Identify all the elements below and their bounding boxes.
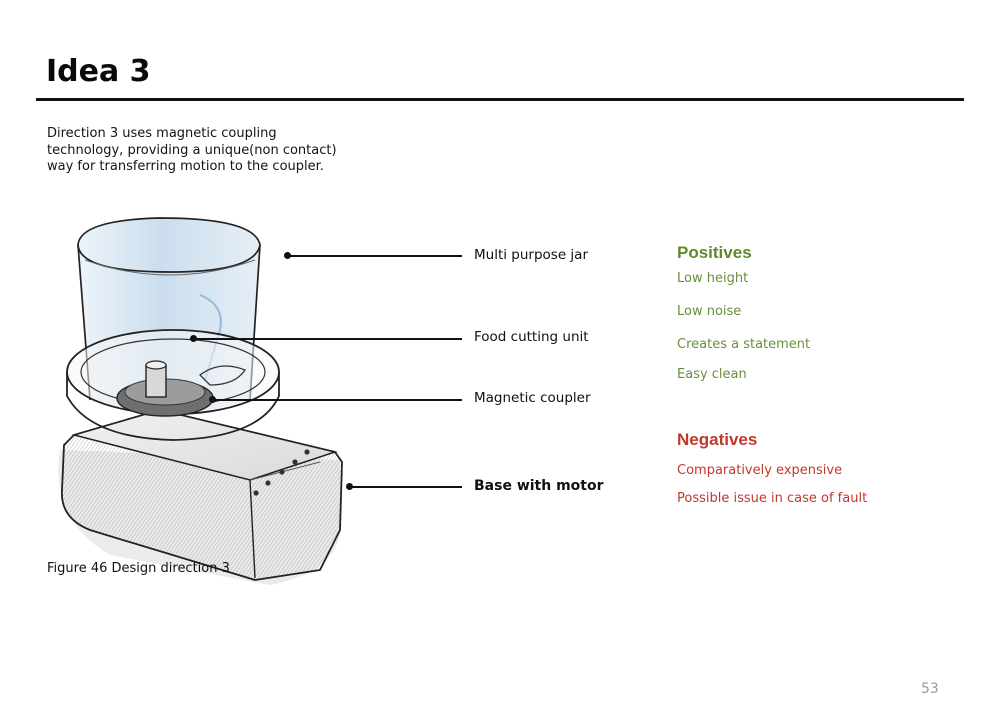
positive-item: Creates a statement <box>677 337 811 352</box>
product-sketch <box>58 217 343 585</box>
positives-heading: Positives <box>677 243 752 262</box>
callout-dot <box>190 335 197 342</box>
callout-label-jar: Multi purpose jar <box>474 247 588 263</box>
callout-dot <box>209 396 216 403</box>
intro-line: way for transferring motion to the coupl… <box>47 159 324 174</box>
page-title: Idea 3 <box>46 54 151 89</box>
callout-label-cutting-unit: Food cutting unit <box>474 329 589 345</box>
title-divider <box>36 98 964 101</box>
callout-dot <box>284 252 291 259</box>
negative-item: Comparatively expensive <box>677 463 843 478</box>
page-number: 53 <box>921 681 939 697</box>
callout-label-base: Base with motor <box>474 478 604 494</box>
intro-line: technology, providing a unique(non conta… <box>47 142 337 158</box>
positive-item: Easy clean <box>677 367 747 382</box>
figure-caption: Figure 46 Design direction 3 <box>47 561 230 576</box>
callout-line <box>350 486 462 488</box>
positive-item: Low height <box>677 271 749 286</box>
callout-line <box>288 255 462 257</box>
callout-line <box>213 399 462 401</box>
positive-item: Low noise <box>677 304 742 319</box>
intro-paragraph: Direction 3 uses magnetic coupling techn… <box>47 126 347 176</box>
callout-line <box>194 338 462 340</box>
negatives-heading: Negatives <box>677 430 758 449</box>
negative-item: Possible issue in case of fault <box>677 491 868 506</box>
callout-dot <box>346 483 353 490</box>
callout-label-coupler: Magnetic coupler <box>474 390 591 406</box>
intro-line: Direction 3 uses magnetic coupling <box>47 126 277 141</box>
